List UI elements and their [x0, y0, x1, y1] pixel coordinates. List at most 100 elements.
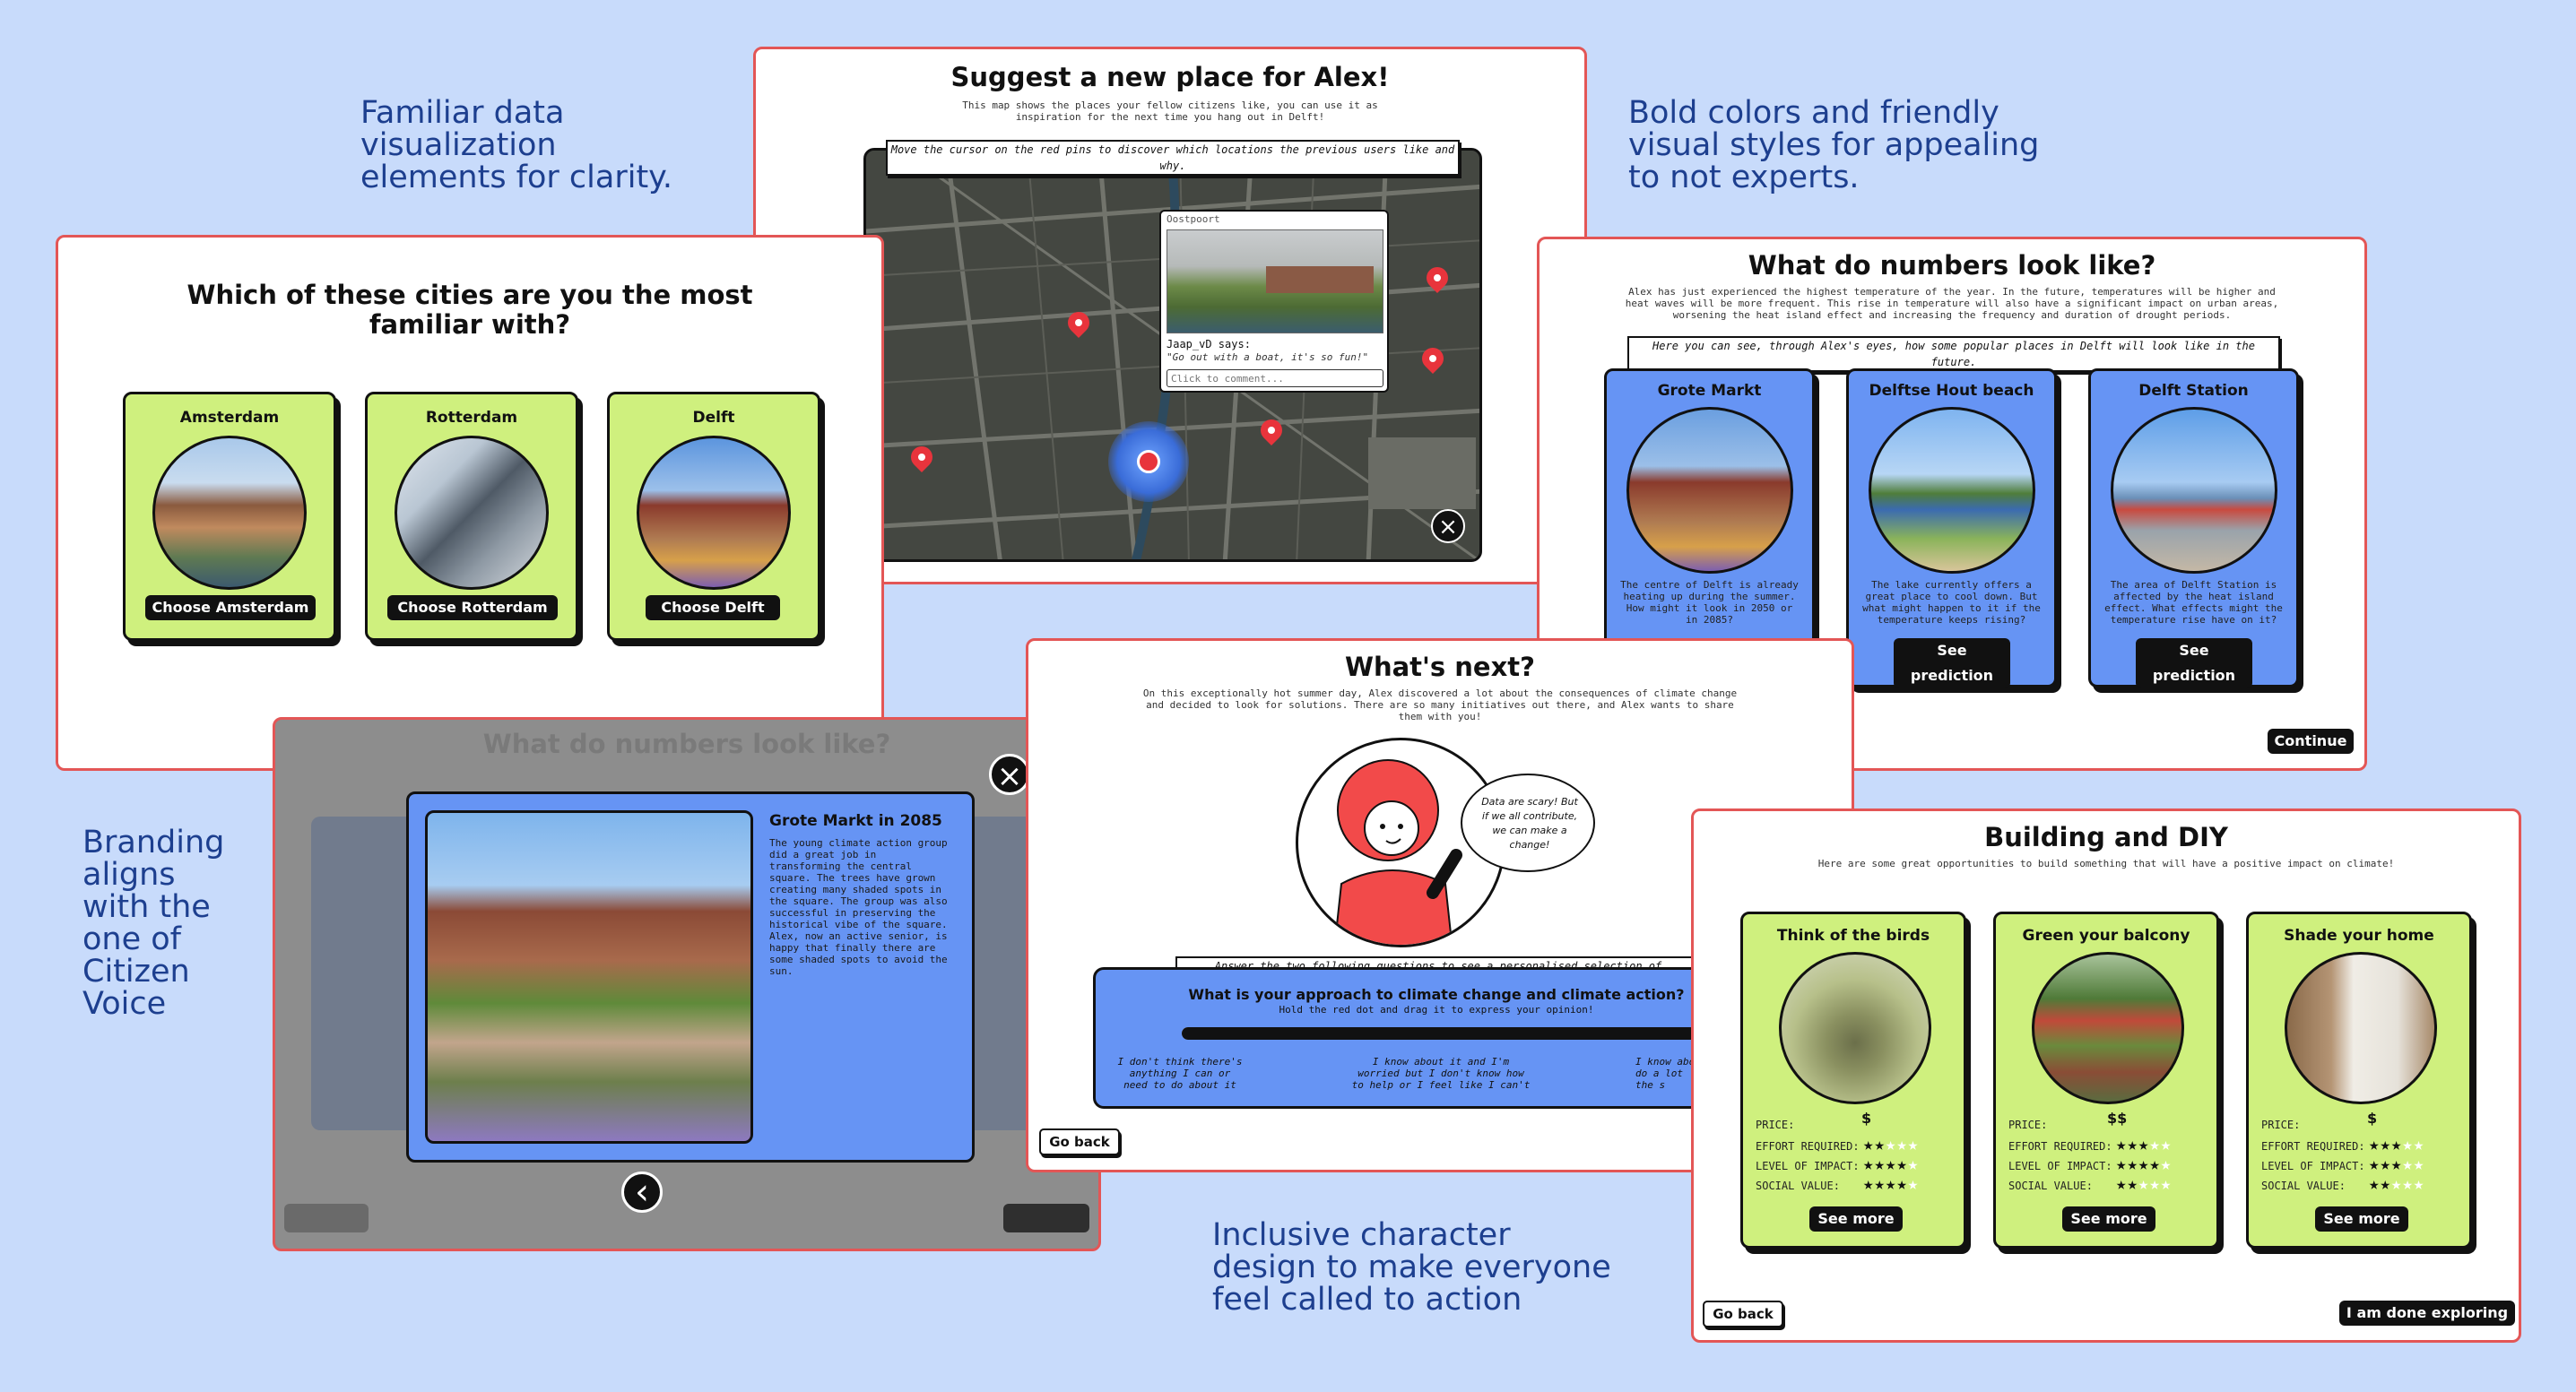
place-card-grote-markt: Grote Markt The centre of Delft is alrea…: [1604, 368, 1815, 687]
social-label: SOCIAL VALUE:: [2008, 1180, 2093, 1192]
page-title: Which of these cities are you the most f…: [186, 280, 753, 340]
choose-amsterdam-button[interactable]: Choose Amsterdam: [145, 595, 316, 620]
dim-button: [284, 1204, 369, 1232]
choose-delft-button[interactable]: Choose Delft: [646, 595, 780, 620]
prediction-modal-screen: What do numbers look like? × Grote Markt…: [273, 717, 1101, 1251]
pin-popup: Oostpoort Jaap_vD says: "Go out with a b…: [1159, 210, 1389, 393]
effort-rating: ★★★★★: [2116, 1135, 2173, 1154]
effort-label: EFFORT REQUIRED:: [1756, 1140, 1860, 1153]
see-more-button[interactable]: See more: [2062, 1206, 2155, 1232]
dim-button: [1003, 1204, 1089, 1232]
impact-label: LEVEL OF IMPACT:: [2008, 1160, 2112, 1172]
caption-bold-colors: Bold colors and friendly visual styles f…: [1628, 95, 2040, 195]
back-arrow-icon[interactable]: ‹: [621, 1172, 663, 1213]
caption-data-viz: Familiar data visualization elements for…: [360, 95, 673, 195]
place-photo: [1626, 407, 1793, 574]
place-description: The lake currently offers a great place …: [1862, 579, 2041, 626]
done-exploring-button[interactable]: I am done exploring: [2339, 1301, 2515, 1326]
city-photo: [637, 436, 791, 590]
speech-bubble: Data are scary! But if we all contribute…: [1461, 774, 1595, 872]
city-name: Rotterdam: [425, 409, 518, 427]
price-value: $: [2367, 1110, 2378, 1127]
see-more-button[interactable]: See more: [2315, 1206, 2408, 1232]
bubble-text: Data are scary! But if we all contribute…: [1481, 796, 1578, 851]
price-value: $$: [2107, 1110, 2128, 1127]
impact-label: LEVEL OF IMPACT:: [1756, 1160, 1860, 1172]
close-icon[interactable]: ×: [1431, 509, 1465, 543]
slider-fill: [1182, 1027, 1755, 1040]
question-hint: Hold the red dot and drag it to express …: [1279, 1004, 1594, 1016]
go-back-button[interactable]: Go back: [1039, 1128, 1120, 1155]
place-name: Delft Station: [2138, 382, 2249, 400]
numbers-instruction: Here you can see, through Alex's eyes, h…: [1627, 336, 2280, 372]
impact-label: LEVEL OF IMPACT:: [2261, 1160, 2365, 1172]
slider-option-1: I don't think there's anything I can or …: [1117, 1056, 1243, 1091]
place-photo: [1869, 407, 2035, 574]
city-name: Amsterdam: [179, 409, 280, 427]
page-subtitle: This map shows the places your fellow ci…: [962, 99, 1378, 123]
page-subtitle: Alex has just experienced the highest te…: [1625, 286, 2279, 321]
city-card-delft: Delft Choose Delft: [607, 392, 820, 641]
see-prediction-button[interactable]: See prediction: [1894, 638, 2010, 688]
city-name: Delft: [692, 409, 735, 427]
social-rating: ★★★★★: [2369, 1174, 2425, 1194]
map[interactable]: Oostpoort Jaap_vD says: "Go out with a b…: [863, 148, 1482, 562]
comment-input[interactable]: [1167, 369, 1383, 387]
initiative-card-balcony: Green your balcony $$ PRICE: EFFORT REQU…: [1993, 912, 2219, 1249]
effort-label: EFFORT REQUIRED:: [2008, 1140, 2112, 1153]
map-instruction: Move the cursor on the red pins to disco…: [886, 140, 1460, 176]
social-label: SOCIAL VALUE:: [2261, 1180, 2346, 1192]
effort-rating: ★★★★★: [2369, 1135, 2425, 1154]
see-prediction-button[interactable]: See prediction: [2136, 638, 2252, 688]
impact-rating: ★★★★★: [2116, 1154, 2173, 1174]
initiative-name: Think of the birds: [1776, 927, 1930, 945]
place-photo: [2111, 407, 2277, 574]
choose-rotterdam-button[interactable]: Choose Rotterdam: [387, 595, 558, 620]
slider-option-3: I know abo do a lot the s: [1635, 1056, 1696, 1091]
price-label: PRICE:: [2261, 1119, 2301, 1131]
place-description: The centre of Delft is already heating u…: [1620, 579, 1799, 626]
city-photo: [395, 436, 549, 590]
city-card-amsterdam: Amsterdam Choose Amsterdam: [123, 392, 336, 641]
character-figure: [1333, 759, 1462, 945]
page-subtitle: Here are some great opportunities to bui…: [1817, 858, 2395, 869]
initiative-name: Shade your home: [2284, 927, 2434, 945]
cities-screen: Which of these cities are you the most f…: [56, 235, 884, 771]
place-name: Grote Markt: [1657, 382, 1762, 400]
page-title: Building and DIY: [1984, 822, 2228, 852]
background-title: What do numbers look like?: [482, 729, 891, 759]
city-photo: [152, 436, 307, 590]
question-text: What is your approach to climate change …: [1188, 986, 1685, 1003]
social-label: SOCIAL VALUE:: [1756, 1180, 1840, 1192]
initiative-photo: [2032, 952, 2184, 1104]
page-title: What's next?: [1344, 652, 1535, 682]
continue-button[interactable]: Continue: [2268, 729, 2354, 754]
place-card-delftse-hout: Delftse Hout beach The lake currently of…: [1846, 368, 2057, 688]
caption-branding: Branding aligns with the one of Citizen …: [82, 825, 225, 1022]
price-label: PRICE:: [1756, 1119, 1795, 1131]
see-more-button[interactable]: See more: [1809, 1206, 1903, 1232]
caption-character: Inclusive character design to make every…: [1212, 1217, 1611, 1318]
character-illustration: [1296, 738, 1505, 947]
place-description: The area of Delft Station is affected by…: [2104, 579, 2283, 626]
impact-rating: ★★★★★: [1863, 1154, 1920, 1174]
page-title: Suggest a new place for Alex!: [950, 62, 1390, 92]
popup-quote: "Go out with a boat, it's so fun!": [1167, 351, 1369, 363]
initiative-photo: [2285, 952, 2437, 1104]
impact-rating: ★★★★★: [2369, 1154, 2425, 1174]
popup-place: Oostpoort: [1167, 213, 1220, 225]
place-name: Delftse Hout beach: [1869, 382, 2034, 400]
page-subtitle: On this exceptionally hot summer day, Al…: [1142, 687, 1738, 722]
close-icon[interactable]: ×: [989, 754, 1030, 795]
location-icon: [1137, 450, 1160, 473]
page-title: What do numbers look like?: [1748, 250, 2156, 281]
prediction-photo: [425, 810, 753, 1144]
suggest-place-screen: Suggest a new place for Alex! This map s…: [753, 47, 1587, 584]
price-label: PRICE:: [2008, 1119, 2048, 1131]
price-value: $: [1861, 1110, 1872, 1127]
slider-option-2: I know about it and I'm worried but I do…: [1351, 1056, 1531, 1091]
go-back-button[interactable]: Go back: [1703, 1301, 1783, 1327]
initiative-card-birds: Think of the birds $ PRICE: EFFORT REQUI…: [1740, 912, 1966, 1249]
popup-user: Jaap_vD says:: [1167, 338, 1251, 350]
place-card-delft-station: Delft Station The area of Delft Station …: [2088, 368, 2299, 688]
